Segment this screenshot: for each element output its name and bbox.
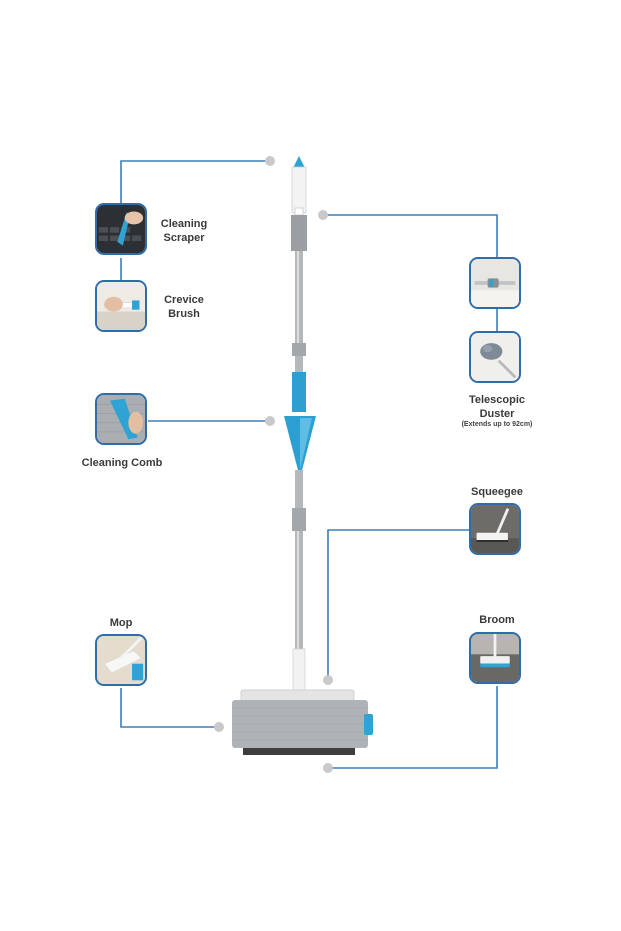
label-telescopic-duster: Telescopic Duster — [468, 394, 526, 420]
label-cleaning-scraper: Cleaning Scraper — [160, 218, 208, 244]
handle-shaft-lower — [295, 470, 303, 508]
dot-broom — [323, 763, 333, 773]
connector-scraper — [120, 160, 270, 203]
duster-thumbnail — [469, 331, 521, 383]
squeegee-rubber — [243, 748, 355, 755]
duster-joint-thumbnail — [469, 257, 521, 309]
mop-clip — [364, 714, 373, 735]
scraper-thumbnail — [95, 203, 147, 255]
cleaning-comb-thumbnail — [95, 393, 147, 445]
dot-top — [265, 156, 275, 166]
handle-grip-upper — [291, 215, 307, 251]
mop-product — [232, 156, 373, 755]
label-mop: Mop — [109, 617, 133, 629]
handle-cap — [293, 156, 305, 168]
squeegee-thumbnail — [469, 503, 521, 555]
dot-duster — [318, 210, 328, 220]
crevice-brush-thumbnail — [95, 280, 147, 332]
connector-mop — [120, 688, 219, 728]
dot-mop — [214, 722, 224, 732]
label-crevice-brush: Crevice Brush — [164, 294, 204, 320]
dot-squeegee — [323, 675, 333, 685]
connector-broom — [328, 686, 498, 769]
broom-thumbnail — [469, 632, 521, 684]
connector-squeegee — [327, 529, 469, 680]
label-squeegee: Squeegee — [471, 486, 523, 498]
mop-thumbnail — [95, 634, 147, 686]
comb-joint — [292, 372, 306, 412]
dot-comb — [265, 416, 275, 426]
label-duster-note: (Extends up to 92cm) — [461, 421, 533, 428]
label-cleaning-comb: Cleaning Comb — [81, 457, 163, 469]
connector-duster — [323, 214, 498, 257]
label-broom: Broom — [479, 614, 515, 626]
